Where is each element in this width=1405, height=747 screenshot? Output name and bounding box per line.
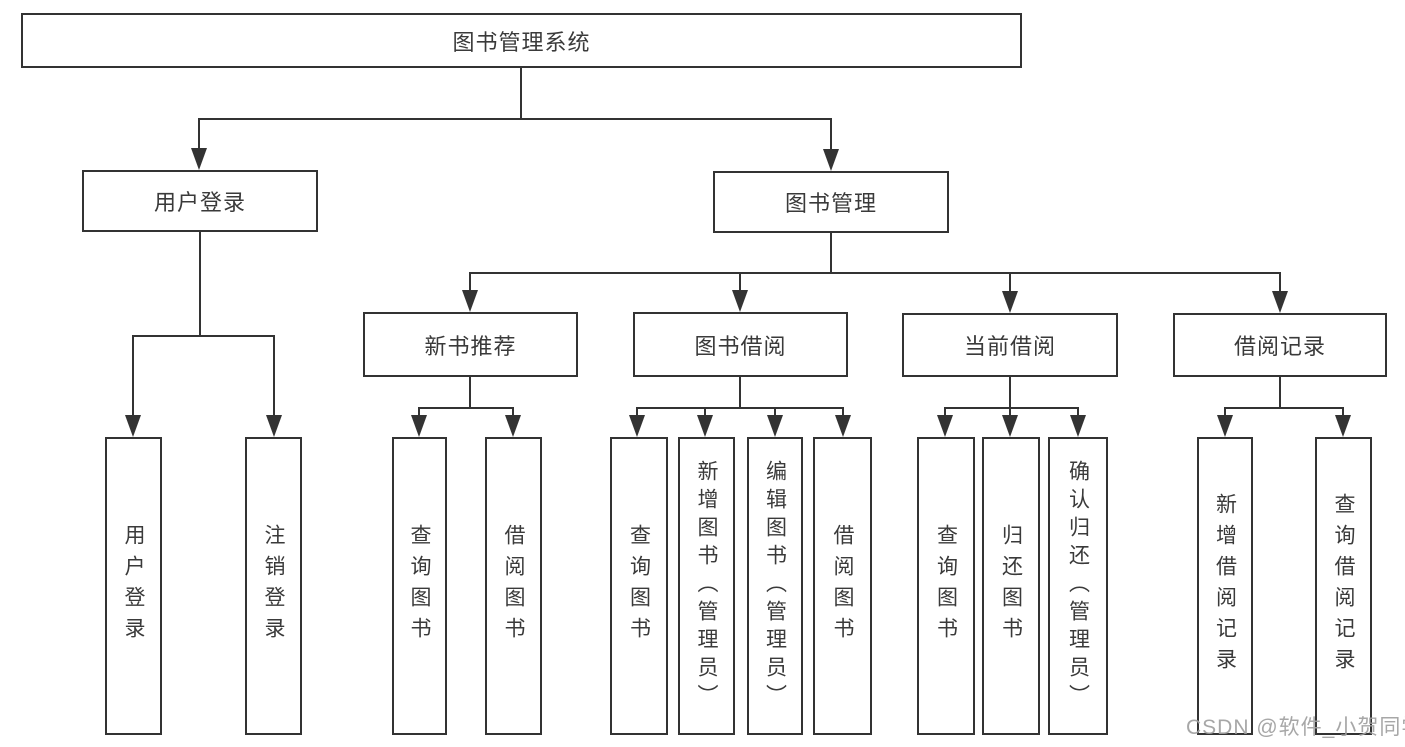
connector-new-book-stem (469, 377, 471, 407)
arrowhead-leaf-add-record (1217, 415, 1233, 437)
arrowhead-book-management (823, 149, 839, 171)
arrowhead-leaf-logout (266, 415, 282, 437)
connector-drop-leaf (944, 407, 946, 419)
connector-drop-leaf (512, 407, 514, 419)
leaf-borrow-books: 借阅图书 (813, 437, 872, 735)
connector-borrow-records-stem (1279, 377, 1281, 407)
connector-drop-leaf (1224, 407, 1226, 419)
connector-user-login-stem (199, 232, 201, 335)
connector-book-mgmt-stem (830, 233, 832, 272)
connector-book-mgmt-bar (469, 272, 1281, 274)
leaf-edit-books-admin: 编辑图书（管理员） (747, 437, 803, 735)
leaf-query-books-current: 查询图书 (917, 437, 975, 735)
connector-drop-leaf-user-login (132, 335, 134, 418)
arrowhead-leaf-query-record (1335, 415, 1351, 437)
arrowhead-user-login (191, 148, 207, 170)
connector-user-login-bar (132, 335, 275, 337)
connector-drop-book-borrow (739, 272, 741, 294)
leaf-borrow-books-recommend: 借阅图书 (485, 437, 542, 735)
connector-drop-leaf (842, 407, 844, 419)
connector-root-stem (520, 68, 522, 118)
connector-drop-leaf (1009, 407, 1011, 419)
connector-current-borrow-stem (1009, 377, 1011, 407)
node-current-borrowing: 当前借阅 (902, 313, 1118, 377)
connector-drop-new-book (469, 272, 471, 294)
connector-drop-book-management (830, 118, 832, 153)
arrowhead-book-borrow (732, 290, 748, 312)
connector-drop-leaf (1077, 407, 1079, 419)
leaf-return-books: 归还图书 (982, 437, 1040, 735)
connector-root-bar (198, 118, 832, 120)
leaf-query-books-recommend: 查询图书 (392, 437, 447, 735)
connector-book-borrow-bar (636, 407, 844, 409)
arrowhead-leaf-user-login (125, 415, 141, 437)
connector-drop-leaf (636, 407, 638, 419)
csdn-watermark: CSDN @软件_小贺同学 (1186, 716, 1405, 739)
leaf-user-login: 用户登录 (105, 437, 162, 735)
arrowhead-leaf-borrow-books (835, 415, 851, 437)
connector-drop-user-login (198, 118, 200, 152)
arrowhead-current-borrow (1002, 291, 1018, 313)
leaf-logout: 注销登录 (245, 437, 302, 735)
connector-drop-leaf (704, 407, 706, 419)
connector-drop-leaf (774, 407, 776, 419)
arrowhead-borrow-records (1272, 291, 1288, 313)
node-book-management: 图书管理 (713, 171, 949, 233)
connector-borrow-records-bar (1224, 407, 1344, 409)
node-root-library-system: 图书管理系统 (21, 13, 1022, 68)
node-new-book-recommend: 新书推荐 (363, 312, 578, 377)
arrowhead-leaf-add-books (697, 415, 713, 437)
connector-drop-leaf-logout (273, 335, 275, 418)
arrowhead-leaf-edit-books (767, 415, 783, 437)
leaf-confirm-return-admin: 确认归还（管理员） (1048, 437, 1108, 735)
arrowhead-leaf-borrow-recommend (505, 415, 521, 437)
arrowhead-leaf-query-current (937, 415, 953, 437)
node-borrow-records: 借阅记录 (1173, 313, 1387, 377)
connector-drop-leaf (418, 407, 420, 419)
node-user-login: 用户登录 (82, 170, 318, 232)
connector-current-borrow-bar (944, 407, 1079, 409)
connector-book-borrow-stem (739, 377, 741, 407)
connector-drop-borrow-records (1279, 272, 1281, 294)
arrowhead-leaf-query-borrow (629, 415, 645, 437)
connector-drop-leaf (1342, 407, 1344, 419)
arrowhead-new-book (462, 290, 478, 312)
connector-drop-current-borrow (1009, 272, 1011, 294)
connector-new-book-bar (418, 407, 514, 409)
leaf-query-books-borrow: 查询图书 (610, 437, 668, 735)
arrowhead-leaf-query-recommend (411, 415, 427, 437)
arrowhead-leaf-confirm-return (1070, 415, 1086, 437)
node-book-borrowing: 图书借阅 (633, 312, 848, 377)
leaf-add-books-admin: 新增图书（管理员） (678, 437, 735, 735)
arrowhead-leaf-return-books (1002, 415, 1018, 437)
leaf-add-borrow-record: 新增借阅记录 (1197, 437, 1253, 735)
leaf-query-borrow-record: 查询借阅记录 (1315, 437, 1372, 735)
